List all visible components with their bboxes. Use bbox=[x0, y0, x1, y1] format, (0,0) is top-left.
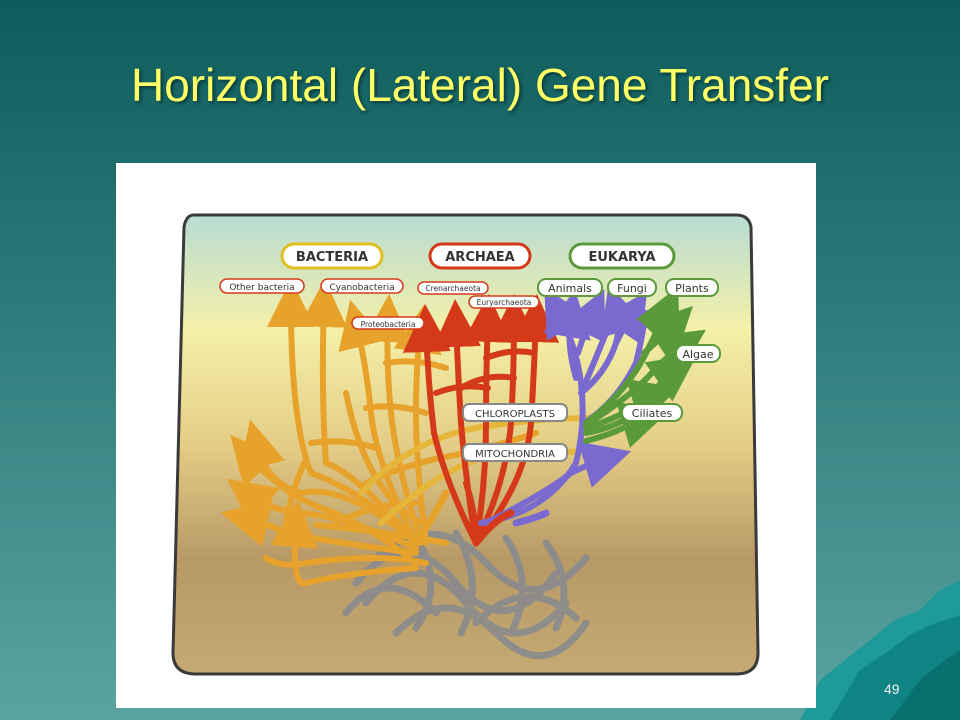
group-label-other-bacteria: Other bacteria bbox=[219, 278, 305, 294]
figure-panel: BACTERIA ARCHAEA EUKARYA Other bacteria … bbox=[116, 163, 816, 708]
domain-text-archaea: ARCHAEA bbox=[445, 250, 515, 265]
group-label-crenarchaeota: Crenarchaeota bbox=[417, 281, 489, 295]
group-label-algae: Algae bbox=[675, 344, 721, 363]
group-label-plants: Plants bbox=[665, 278, 719, 297]
slide-title: Horizontal (Lateral) Gene Transfer bbox=[131, 59, 829, 111]
group-label-fungi: Fungi bbox=[607, 278, 657, 297]
group-label-proteobacteria: Proteobacteria bbox=[351, 316, 425, 330]
group-text-other-bacteria: Other bacteria bbox=[229, 283, 294, 293]
group-label-ciliates: Ciliates bbox=[621, 403, 683, 422]
group-text-chloroplasts: CHLOROPLASTS bbox=[475, 409, 555, 420]
domain-label-archaea: ARCHAEA bbox=[428, 242, 532, 270]
group-text-plants: Plants bbox=[675, 282, 709, 295]
group-text-crenarchaeota: Crenarchaeota bbox=[425, 284, 480, 293]
group-text-fungi: Fungi bbox=[617, 282, 647, 295]
archaea-branches bbox=[402, 294, 560, 546]
group-text-mitochondria: MITOCHONDRIA bbox=[475, 449, 555, 460]
group-text-ciliates: Ciliates bbox=[632, 407, 673, 420]
domain-label-bacteria: BACTERIA bbox=[280, 242, 384, 270]
page-number: 49 bbox=[884, 681, 900, 697]
root-network bbox=[342, 529, 590, 660]
group-text-cyanobacteria: Cyanobacteria bbox=[329, 283, 394, 293]
group-label-animals: Animals bbox=[537, 278, 603, 297]
domain-label-eukarya: EUKARYA bbox=[568, 242, 676, 270]
group-label-euryarchaeota: Euryarchaeota bbox=[468, 295, 540, 309]
group-text-animals: Animals bbox=[548, 282, 592, 295]
domain-text-bacteria: BACTERIA bbox=[296, 250, 368, 265]
group-label-mitochondria: MITOCHONDRIA bbox=[462, 443, 568, 462]
mountain-decoration bbox=[800, 580, 960, 720]
group-text-euryarchaeota: Euryarchaeota bbox=[477, 298, 532, 307]
central-stem bbox=[412, 489, 550, 547]
tree-of-life-diagram: BACTERIA ARCHAEA EUKARYA Other bacteria … bbox=[171, 213, 760, 676]
domain-text-eukarya: EUKARYA bbox=[588, 250, 655, 265]
group-label-chloroplasts: CHLOROPLASTS bbox=[462, 403, 568, 422]
group-text-algae: Algae bbox=[682, 348, 713, 361]
bacteria-branches bbox=[220, 279, 539, 587]
group-label-cyanobacteria: Cyanobacteria bbox=[320, 278, 404, 294]
group-text-proteobacteria: Proteobacteria bbox=[361, 320, 416, 329]
